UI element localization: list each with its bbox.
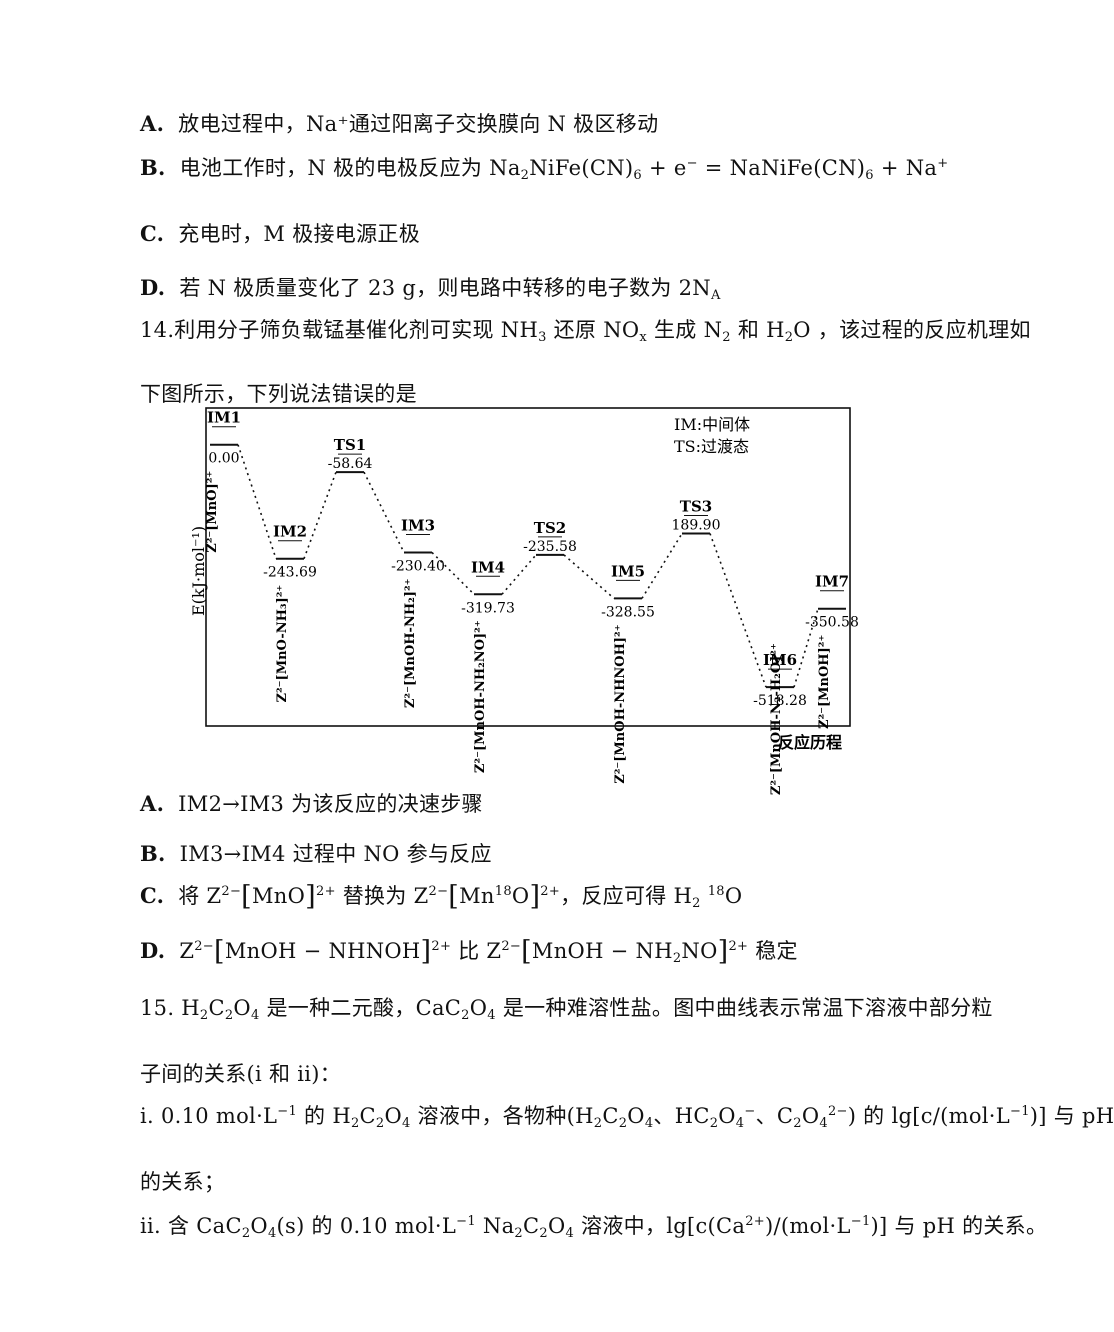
x-axis-label: 反应历程 <box>778 733 842 752</box>
connector-IM4-TS2 <box>501 554 537 595</box>
energy-profile-chart: E(kJ·mol⁻¹) 反应历程 IM:中间体 TS:过渡态 IM1 0.00Z²… <box>189 407 859 795</box>
species-label-im3: Z²⁻[MnOH-NH₂]²⁺ <box>403 578 418 708</box>
state-name-im6: IM6 <box>763 651 797 669</box>
chart-frame <box>205 407 851 727</box>
q14-option-a: A. IM2→IM3 为该反应的决速步骤 <box>140 791 483 816</box>
q15-line2: 子间的关系(i 和 ii)： <box>140 1062 342 1086</box>
state-name-im4: IM4 <box>471 558 505 576</box>
state-name-im1: IM1 <box>207 409 241 427</box>
q15-line1: 15. H2C2O4 是一种二元酸，CaC2O4 是一种难溶性盐。图中曲线表示常… <box>140 996 993 1023</box>
q13-option-b: B. 电池工作时，N 极的电极反应为 Na2NiFe(CN)6 + e− = N… <box>140 155 949 183</box>
q13-option-d: D. 若 N 极质量变化了 23 g，则电路中转移的电子数为 2NA <box>140 275 721 303</box>
connector-TS2-IM5 <box>563 554 615 599</box>
energy-label-im1: 0.00 <box>208 451 239 467</box>
legend-im: IM:中间体 <box>674 415 750 434</box>
state-name-im5: IM5 <box>611 562 645 580</box>
state-name-ts2: TS2 <box>534 519 566 537</box>
species-label-im5: Z²⁻[MnOH-NHNOH]²⁺ <box>613 624 628 783</box>
state-name-ts1: TS1 <box>334 436 366 454</box>
state-name-ts3: TS3 <box>680 498 712 516</box>
connector-IM1-IM2 <box>237 444 277 559</box>
energy-label-im2: -243.69 <box>263 565 317 581</box>
energy-label-im3: -230.40 <box>391 558 445 574</box>
connector-IM3-IM4 <box>431 551 475 595</box>
energy-label-ts2: -235.58 <box>523 539 577 555</box>
q15-line3: i. 0.10 mol·L−1 的 H2C2O4 溶液中，各物种(H2C2O4、… <box>140 1104 1114 1131</box>
q14-option-b: B. IM3→IM4 过程中 NO 参与反应 <box>140 841 492 866</box>
q13-option-c: C. 充电时，M 极接电源正极 <box>140 221 420 246</box>
connector-IM6-IM7 <box>793 608 819 688</box>
q14-stem-line1: 14.利用分子筛负载锰基催化剂可实现 NH3 还原 NOx 生成 N2 和 H2… <box>140 318 1031 345</box>
energy-label-ts1: -58.64 <box>328 456 373 472</box>
q14-option-d: D. Z2−[MnOH − NHNOH]2+ 比 Z2−[MnOH − NH2N… <box>140 936 798 967</box>
connector-IM2-TS1 <box>303 471 337 559</box>
q15-line5: ii. 含 CaC2O4(s) 的 0.10 mol·L−1 Na2C2O4 溶… <box>140 1214 1048 1241</box>
state-name-im7: IM7 <box>815 573 849 591</box>
state-name-im3: IM3 <box>401 516 435 534</box>
connector-TS1-IM3 <box>363 471 405 553</box>
species-label-im6: Z²⁻[MnOH-N₂-H₂O]²⁺ <box>769 643 784 795</box>
q13-option-a: A. 放电过程中，Na⁺通过阳离子交换膜向 N 极区移动 <box>140 111 659 136</box>
species-label-im2: Z²⁻[MnO-NH₃]²⁺ <box>275 585 290 703</box>
energy-label-im5: -328.55 <box>601 604 655 620</box>
q14-option-c: C. 将 Z2−[MnO]2+ 替换为 Z2−[Mn18O]2+，反应可得 H2… <box>140 881 743 912</box>
species-label-im4: Z²⁻[MnOH-NH₂NO]²⁺ <box>473 620 488 773</box>
connector-IM5-TS3 <box>641 533 683 599</box>
y-axis-label: E(kJ·mol⁻¹) <box>189 526 208 616</box>
energy-label-ts3: 189.90 <box>672 518 721 534</box>
energy-label-im6: -518.28 <box>753 693 807 709</box>
energy-label-im7: -350.58 <box>805 615 859 631</box>
q15-line4: 的关系； <box>140 1170 226 1194</box>
species-label-im7: Z²⁻[MnOH]²⁺ <box>817 635 832 729</box>
species-label-im1: Z²⁻[MnO]²⁺ <box>205 471 220 553</box>
q14-stem-line2: 下图所示，下列说法错误的是 <box>140 382 417 406</box>
state-name-im2: IM2 <box>273 523 307 541</box>
connector-TS3-IM6 <box>709 533 767 688</box>
legend-ts: TS:过渡态 <box>674 437 749 456</box>
energy-label-im4: -319.73 <box>461 600 515 616</box>
